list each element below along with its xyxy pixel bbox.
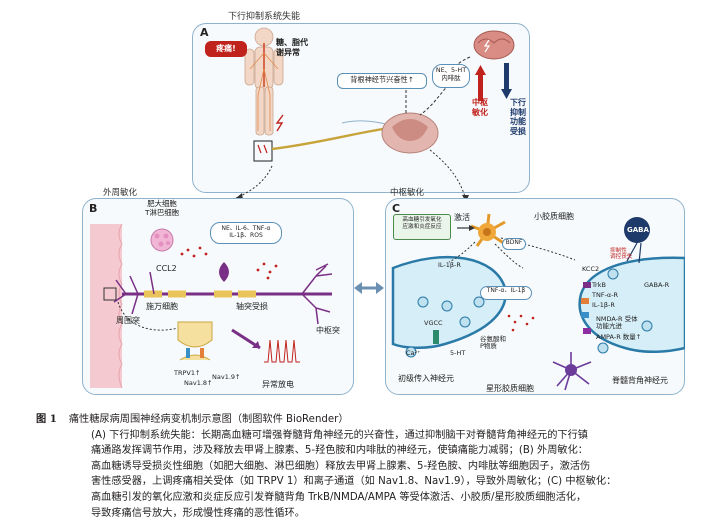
caption-line: 害性感受器，上调疼痛相关受体（如 TRPV 1）和离子通道（如 Nav1.8、N… [91,476,617,488]
brain-icon [473,30,515,60]
gaba-r-label: GABA-R [644,281,670,289]
primary-afferent-label: 初级传入神经元 [398,374,454,383]
stimulus-box: 高血糖引发氧化 应激和炎症反应 [393,214,451,240]
ne-5ht-box: NE、5-HT 内啡肽 [432,64,470,88]
synapse-icon [177,321,213,348]
central-process-label: 中枢突 [316,326,340,335]
panel-connectors [235,149,469,202]
nmda-label: NMDA-R 受体 功能亢进 [596,315,638,331]
gaba-vesicle-icon [624,217,650,243]
damaged-neuron-icon [219,262,229,294]
figure-number: 图 1 [36,413,57,425]
axon-damage-label: 轴突受损 [236,302,268,311]
nav18-label: Nav1.8↑ [184,379,213,387]
panel-a-letter: A [200,26,209,39]
peripheral-process-label: 周围突 [116,316,140,325]
kcc2-label: KCC2 [582,265,600,273]
microglia-label: 小胶质细胞 [534,212,574,221]
foot-highlight-box [253,140,273,162]
astrocyte-icon [552,352,592,391]
vgcc-label: VGCC [424,319,443,327]
microglia-icon [470,213,506,247]
abnormal-discharge-label: 异常放电 [262,380,294,389]
caption-line: 高血糖引发的氧化应激和炎症反应引发脊髓背角 TrkB/NMDA/AMPA 等受体… [91,491,587,503]
lightning-icon [483,39,491,53]
pain-badge: 疼痛! [205,41,247,57]
bidirectional-arrow-icon [354,282,384,294]
astrocyte-label: 星形胶质细胞 [486,384,534,393]
inhibition-loss-note: 抑制性 调控丧失 [610,248,633,261]
mast-cell-icon [150,228,174,252]
schwann-cell-label: 施万细胞 [146,302,178,311]
section-central: 中枢敏化 [390,188,425,198]
caption-line: 痛通路发挥调节作用，涉及释放去甲肾上腺素、5-羟色胺和内啡肽的神经元，使镇痛能力… [91,445,588,457]
panel-b-letter: B [89,202,98,215]
ccl2-label: CCL2 [156,264,177,273]
section-peripheral: 外周敏化 [103,188,138,198]
activation-label: 激活 [454,213,470,222]
ampa-label: AMPA-R 数量↑ [596,333,642,341]
abnormal-discharge-icon [264,339,300,363]
panel-a-illustration [244,27,515,162]
lightning-icon [275,114,284,132]
nav19-label: Nav1.9↑ [212,373,241,381]
tnfr-label: TNF-α-R [592,291,619,299]
mast-cell-label: 肥大细胞 T淋巴细胞 [145,199,180,217]
caption-line: 高血糖诱导受损炎性细胞（如肥大细胞、淋巴细胞）释放去甲肾上腺素、5-羟色胺、内啡… [91,460,591,472]
calcium-label: Ca²⁺ [406,349,421,357]
il1r-label: IL-1β-R [438,261,461,269]
metabolic-label: 糖、脂代 谢异常 [276,38,308,57]
panel-c-illustration [391,213,685,391]
central-sensitization-label: 中枢 敏化 [472,98,488,117]
panel-c-letter: C [392,202,401,215]
trpv1-label: TRPV1↑ [174,369,201,377]
top-title: 下行抑制系统失能 [228,12,301,22]
panel-b-illustration [90,223,333,389]
5ht-label: 5-HT [450,349,466,357]
mediator-box: NE、IL-6、TNF-α IL-1β、ROS [210,222,282,244]
cytokine-box: TNF-α、IL-1β [480,286,532,300]
trkb-label: TrkB [592,281,606,289]
caption-title: 痛性糖尿病周围神经病变机制示意图（制图软件 BioRender） [68,414,349,425]
caption-line: 导致疼痛信号放大，形成慢性疼痛的恶性循环。 [91,507,305,519]
receptor-highlight-box [103,287,117,301]
release-label: 谷氨酸和 P物质 [480,335,506,351]
descending-inhibition-label: 下行 抑制 功能 受损 [510,98,526,136]
figure-caption: 图 1 痛性糖尿病周围神经病变机制示意图（制图软件 BioRender） (A) … [36,412,696,521]
gaba-label: GABA [627,226,649,234]
bdnf-label: BDNF [502,238,526,250]
il1r2-label: IL-1β-R [592,301,615,309]
dorsal-horn-label: 脊髓背角神经元 [612,376,668,385]
drg-excitability-box: 背根神经节兴奋性↑ [337,73,427,89]
caption-line: (A) 下行抑制系统失能：长期高血糖可增强脊髓背角神经元的兴奋性，通过抑制脑干对… [91,429,588,441]
